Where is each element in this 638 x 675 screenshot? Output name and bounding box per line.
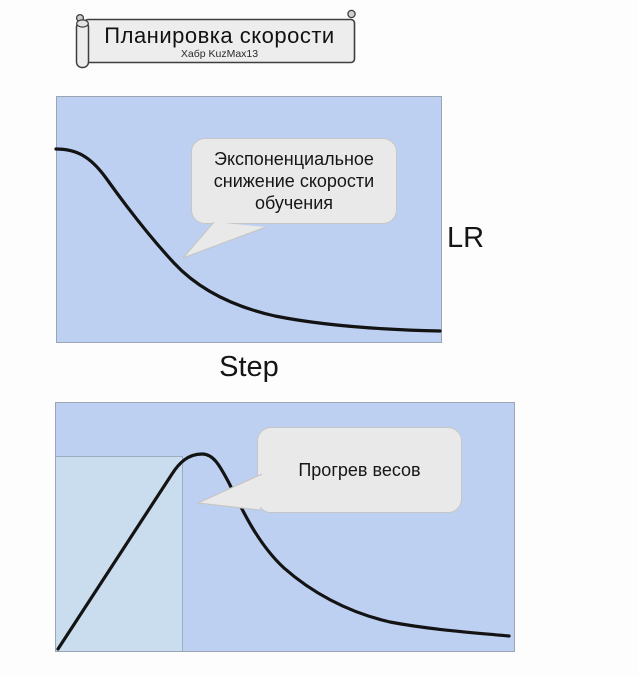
banner-title: Планировка скорости: [104, 23, 335, 48]
callout-warmup: Прогрев весов: [257, 427, 462, 513]
callout-warmup-text: Прогрев весов: [298, 460, 421, 480]
warmup-region: [56, 456, 183, 651]
x-axis-label-step: Step: [219, 351, 279, 383]
banner-knob-left-icon: [75, 13, 85, 23]
banner-subtitle: Хабр KuzMax13: [180, 48, 259, 60]
banner-knob-right-icon: [347, 9, 356, 19]
callout-exponential-decay-text: Экспоненциальное снижение скорости обуче…: [213, 149, 375, 213]
y-axis-label-lr: LR: [447, 222, 485, 254]
callout-exponential-decay: Экспоненциальное снижение скорости обуче…: [191, 138, 397, 224]
